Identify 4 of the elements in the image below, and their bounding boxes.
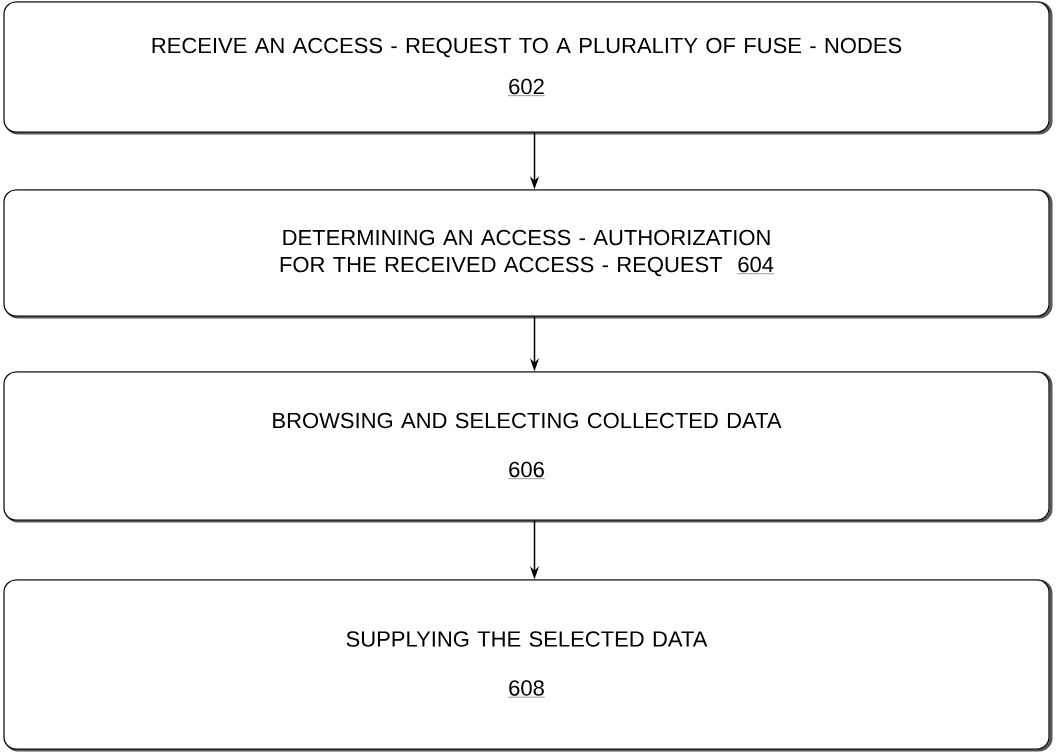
process-box: DETERMINING AN ACCESS - AUTHORIZATION FOR THE RECEIVED ACCESS - REQUEST 604	[3, 189, 1053, 319]
process-box: SUPPLYING THE SELECTED DATA 608	[3, 579, 1053, 752]
process-box: BROWSING AND SELECTING COLLECTED DATA 606	[3, 371, 1053, 523]
process-box: RECEIVE AN ACCESS - REQUEST TO A PLURALITY OF FUSE - NODES 602	[3, 1, 1053, 135]
